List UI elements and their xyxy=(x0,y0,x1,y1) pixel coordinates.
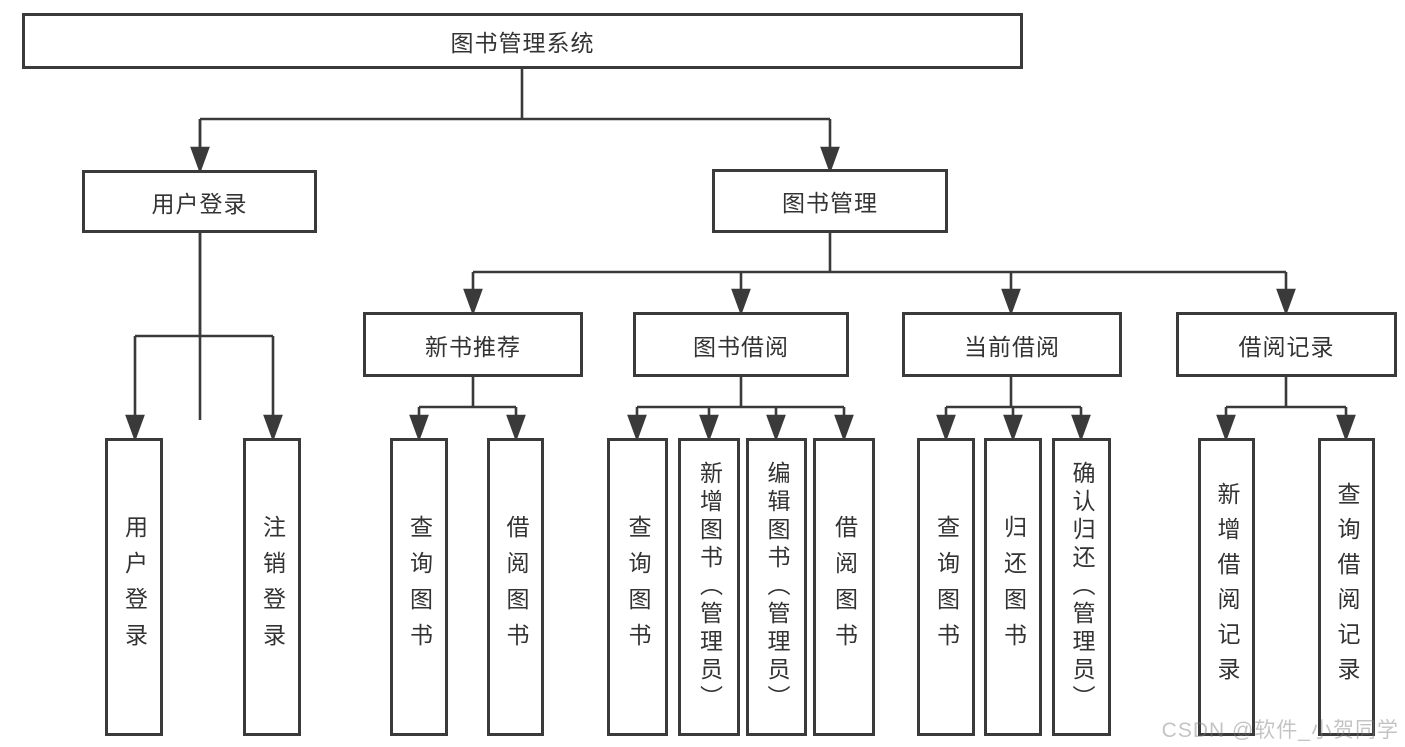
node-root: 图书管理系统 xyxy=(22,13,1023,69)
leaf-label: 查询图书 xyxy=(625,515,651,659)
leaf-label: 查询图书 xyxy=(933,515,960,659)
node-book-borrow: 图书借阅 xyxy=(633,312,849,377)
connector-borrow-records-to-leaves xyxy=(1216,377,1356,442)
leaf-logout: 注销登录 xyxy=(243,438,301,736)
leaf-label: 注销登录 xyxy=(259,515,286,659)
connector-current-borrow-to-leaves xyxy=(936,377,1091,442)
leaf-label: 确认归还（管理员） xyxy=(1069,461,1095,713)
node-current-borrow: 当前借阅 xyxy=(902,312,1122,377)
node-root-label: 图书管理系统 xyxy=(450,30,595,56)
node-new-book-recommend-label: 新书推荐 xyxy=(425,333,521,360)
node-user-login-label: 用户登录 xyxy=(151,190,248,217)
node-book-management-label: 图书管理 xyxy=(782,190,878,216)
node-new-book-recommend: 新书推荐 xyxy=(363,312,583,377)
leaf-label: 新增图书（管理员） xyxy=(696,461,723,713)
leaf-query-books: 查询图书 xyxy=(390,438,448,736)
leaf-label: 新增借阅记录 xyxy=(1214,482,1240,692)
node-current-borrow-label: 当前借阅 xyxy=(964,333,1060,360)
node-book-management: 图书管理 xyxy=(712,169,948,233)
leaf-add-books-admin: 新增图书（管理员） xyxy=(678,438,740,736)
connector-user-login-to-leaves xyxy=(125,233,283,442)
leaf-borrow-books: 借阅图书 xyxy=(813,438,875,736)
leaf-query-borrow-record: 查询借阅记录 xyxy=(1318,438,1375,736)
leaf-query-books: 查询图书 xyxy=(607,438,668,736)
connector-new-book-to-leaves xyxy=(409,377,526,442)
node-borrow-records: 借阅记录 xyxy=(1176,312,1397,377)
leaf-label: 借阅图书 xyxy=(503,515,529,659)
leaf-query-books: 查询图书 xyxy=(917,438,975,736)
connector-book-management-to-level3 xyxy=(463,233,1296,316)
node-book-borrow-label: 图书借阅 xyxy=(693,333,789,360)
leaf-add-borrow-record: 新增借阅记录 xyxy=(1198,438,1255,736)
leaf-label: 编辑图书（管理员） xyxy=(764,461,790,713)
leaf-user-login: 用户登录 xyxy=(105,438,163,736)
leaf-confirm-return-admin: 确认归还（管理员） xyxy=(1052,438,1111,736)
connector-book-borrow-to-leaves xyxy=(627,377,854,442)
leaf-label: 借阅图书 xyxy=(831,515,858,659)
node-borrow-records-label: 借阅记录 xyxy=(1238,333,1335,360)
connector-root-to-level2 xyxy=(190,69,840,420)
leaf-label: 查询借阅记录 xyxy=(1334,482,1360,692)
leaf-label: 用户登录 xyxy=(121,515,148,659)
leaf-return-books: 归还图书 xyxy=(984,438,1042,736)
leaf-label: 归还图书 xyxy=(1000,515,1027,659)
node-user-login: 用户登录 xyxy=(82,170,317,233)
leaf-borrow-books: 借阅图书 xyxy=(487,438,544,736)
leaf-edit-books-admin: 编辑图书（管理员） xyxy=(746,438,807,736)
leaf-label: 查询图书 xyxy=(406,515,433,659)
